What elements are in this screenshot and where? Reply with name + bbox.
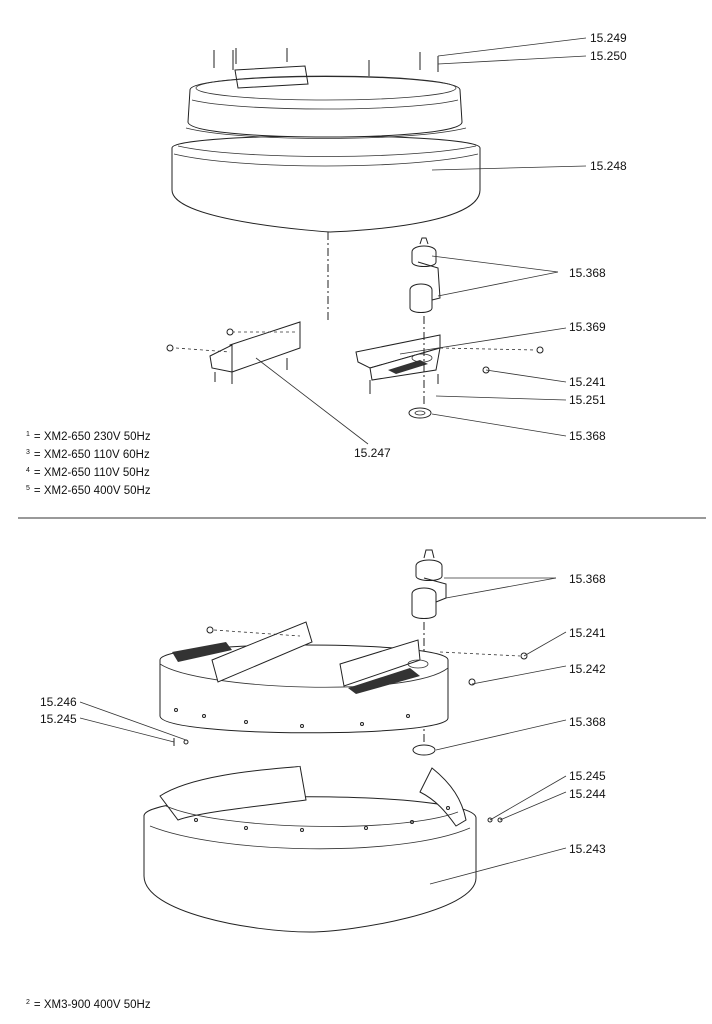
label-15368-top-nut: 15.368 <box>569 429 606 443</box>
base-tray-15242 <box>159 621 528 746</box>
label-15368-bottom-nut: 15.368 <box>569 715 606 729</box>
label-15369: 15.369 <box>569 320 606 334</box>
label-15241-top: 15.241 <box>569 375 606 389</box>
top-housing-15248 <box>171 48 481 233</box>
lamp-holder-bottom <box>411 549 447 742</box>
label-15245-right: 15.245 <box>569 769 606 783</box>
label-15243: 15.243 <box>569 842 606 856</box>
legend-top-4: 4= XM2-650 110V 50Hz <box>26 467 150 479</box>
legend-top-1: 1= XM2-650 230V 50Hz <box>26 431 151 443</box>
label-15242: 15.242 <box>569 662 606 676</box>
label-15250: 15.250 <box>590 49 627 63</box>
label-15246: 15.246 <box>40 695 77 709</box>
label-15247: 15.247 <box>354 446 391 460</box>
label-15368-top-holder: 15.368 <box>569 266 606 280</box>
left-bracket-15247 <box>166 321 301 384</box>
label-15251: 15.251 <box>569 393 606 407</box>
label-15244: 15.244 <box>569 787 606 801</box>
label-15241-bottom: 15.241 <box>569 626 606 640</box>
nut-15368 <box>412 744 436 756</box>
label-15249: 15.249 <box>590 31 627 45</box>
legend-bottom-2: 2= XM3-900 400V 50Hz <box>26 999 151 1011</box>
right-bracket-15369 <box>355 334 544 394</box>
label-15368-bottom-holder: 15.368 <box>569 572 606 586</box>
outer-shell-15243 <box>143 765 503 933</box>
top-leader-lines <box>255 37 587 445</box>
label-15245-left: 15.245 <box>40 712 77 726</box>
label-15248: 15.248 <box>590 159 627 173</box>
lamp-holder-top <box>408 237 441 419</box>
bottom-leader-lines <box>79 577 567 885</box>
legend-top-3: 3= XM2-650 110V 60Hz <box>26 449 150 461</box>
legend-top-5: 5= XM2-650 400V 50Hz <box>26 485 151 497</box>
